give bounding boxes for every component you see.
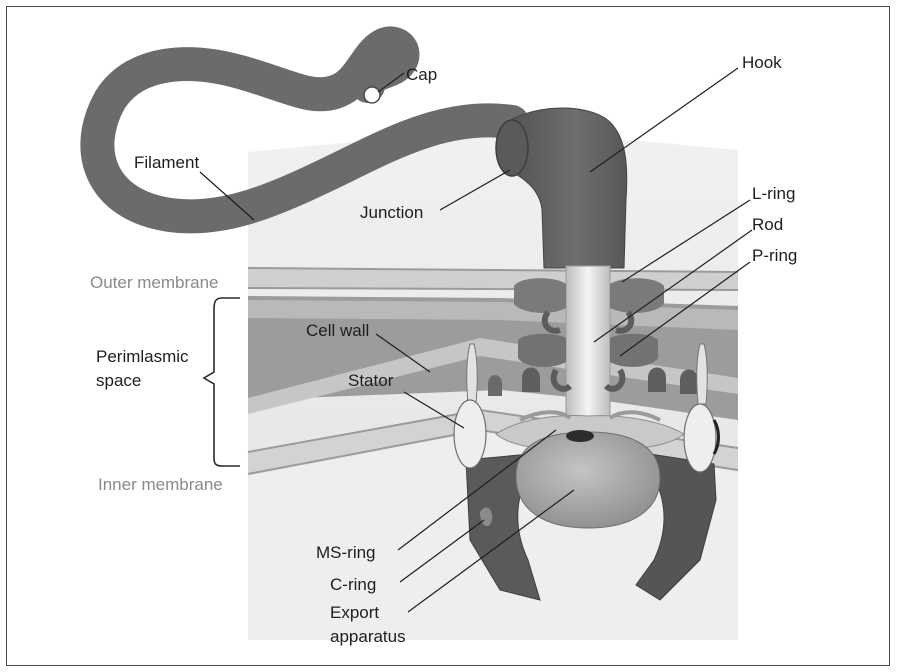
export-apparatus	[516, 432, 660, 528]
label-cap: Cap	[406, 65, 437, 84]
export-gate	[566, 430, 594, 442]
label-periplasmic-space-line2: space	[96, 371, 141, 390]
periplasmic-bracket	[204, 298, 240, 466]
junction	[496, 120, 528, 176]
label-junction: Junction	[360, 203, 423, 222]
label-ms-ring: MS-ring	[316, 543, 376, 562]
label-c-ring: C-ring	[330, 575, 376, 594]
label-export-apparatus-line1: Export	[330, 603, 379, 622]
label-periplasmic-space-line1: Perimlasmic	[96, 347, 189, 366]
label-stator: Stator	[348, 371, 394, 390]
label-cell-wall: Cell wall	[306, 321, 369, 340]
label-inner-membrane: Inner membrane	[98, 475, 223, 494]
label-export-apparatus-line2: apparatus	[330, 627, 406, 646]
label-hook: Hook	[742, 53, 782, 72]
label-outer-membrane: Outer membrane	[90, 273, 219, 292]
label-l-ring: L-ring	[752, 184, 795, 203]
cap	[364, 87, 380, 103]
label-rod: Rod	[752, 215, 783, 234]
label-p-ring: P-ring	[752, 246, 797, 265]
label-filament: Filament	[134, 153, 199, 172]
